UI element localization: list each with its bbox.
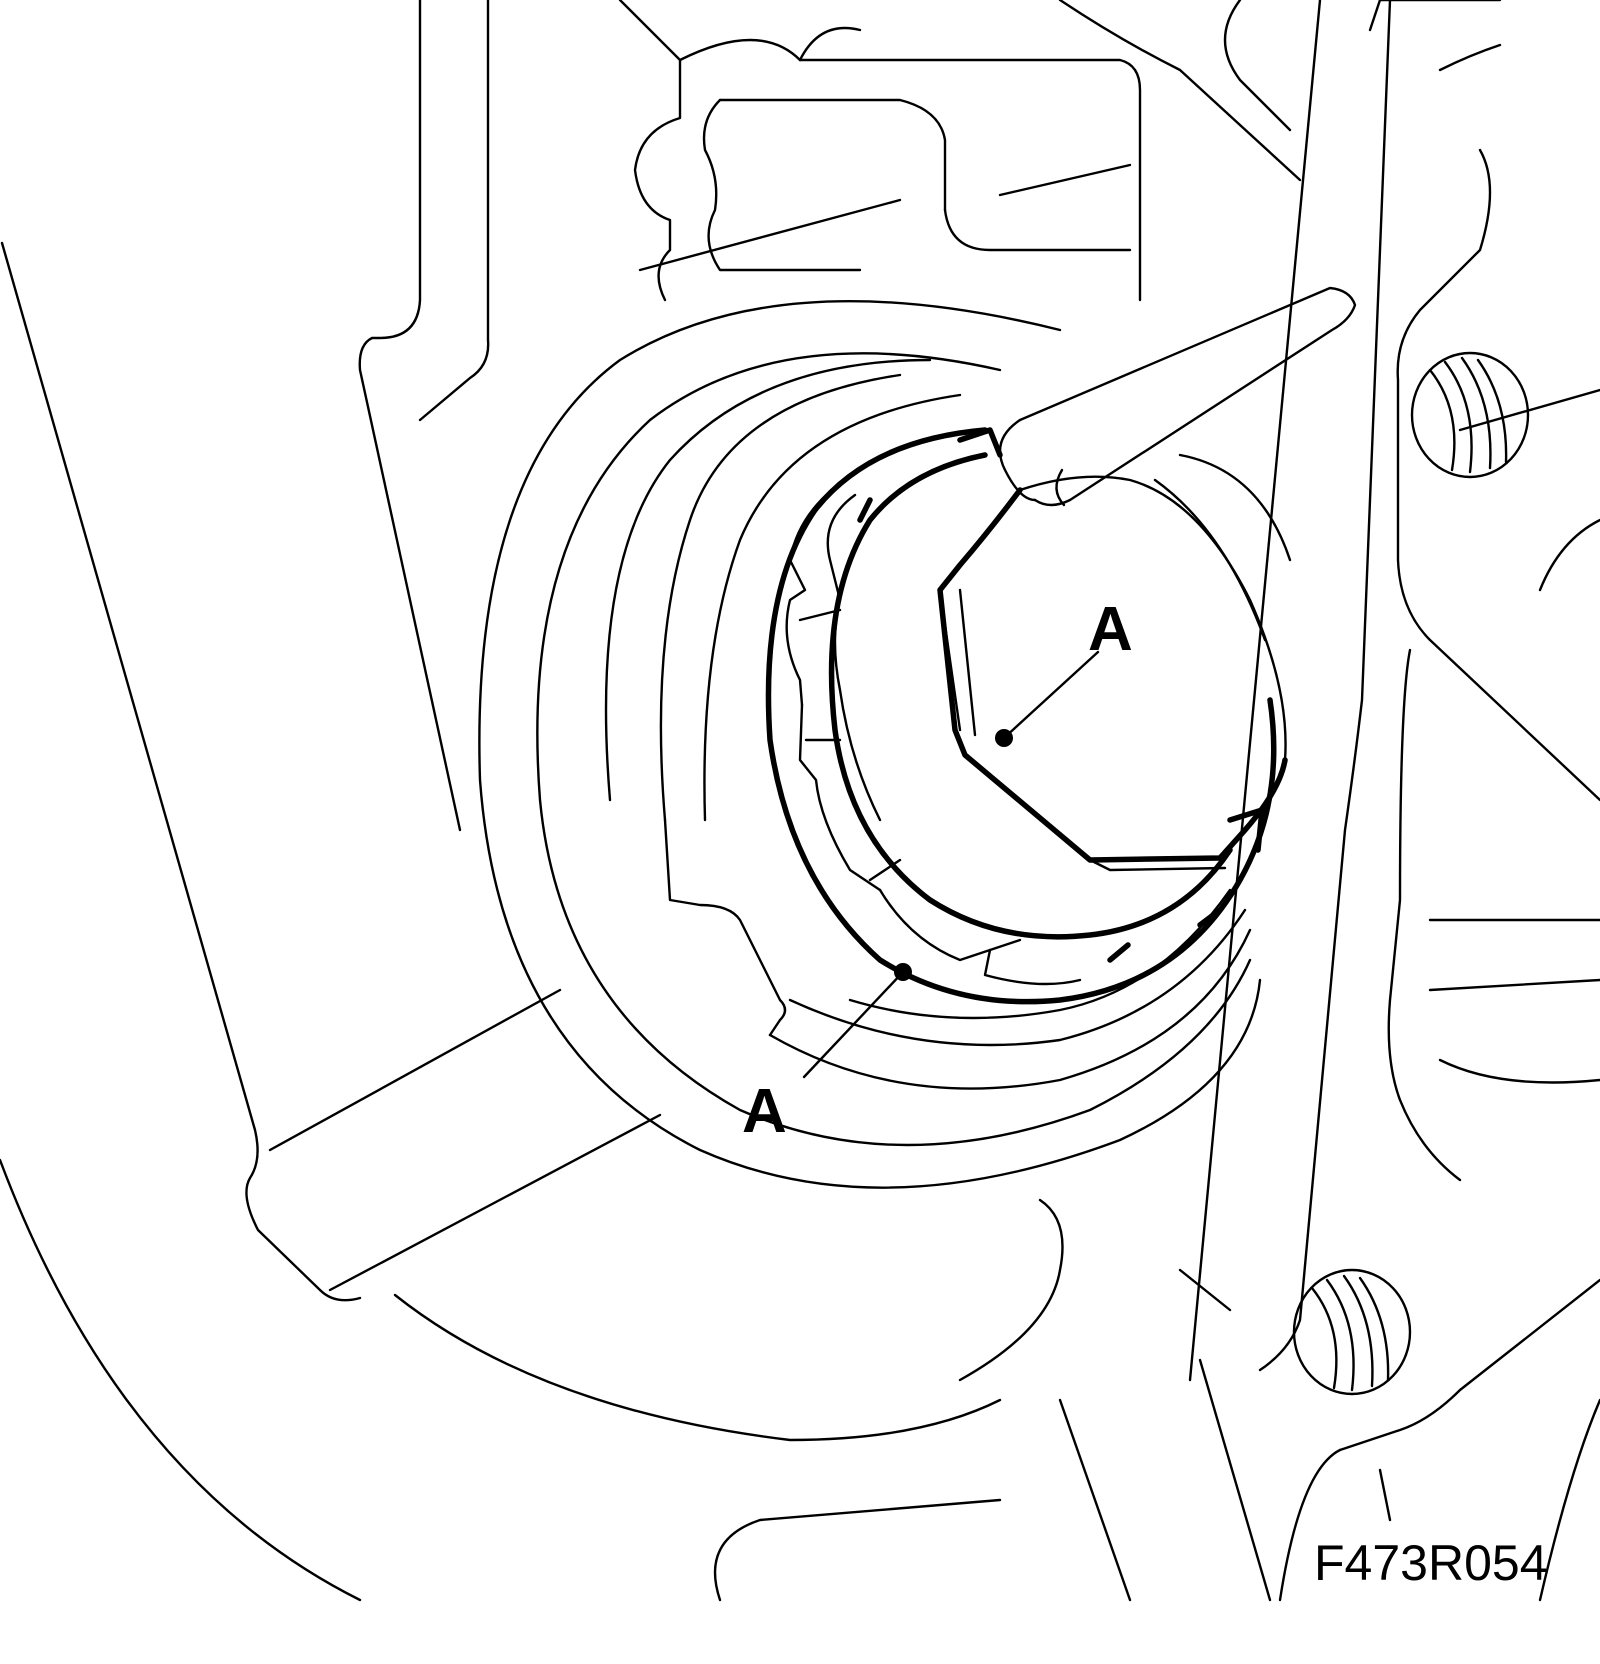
pry-tool — [998, 286, 1357, 562]
callout-leader-shaft — [995, 650, 1100, 747]
bearing-bore-rings — [478, 299, 1262, 1189]
output-shaft-hex — [937, 475, 1288, 872]
transmission-housing — [0, 0, 1600, 1602]
callout-label-seal: A — [742, 1077, 787, 1146]
bolt-hole-lower — [1292, 1268, 1412, 1396]
callout-label-shaft: A — [1088, 595, 1133, 664]
callout-leader-seal — [802, 963, 912, 1079]
figure-reference: F473R054 — [1314, 1535, 1548, 1591]
bolt-hole-upper — [1410, 351, 1530, 479]
seal-ring — [765, 427, 1277, 1005]
